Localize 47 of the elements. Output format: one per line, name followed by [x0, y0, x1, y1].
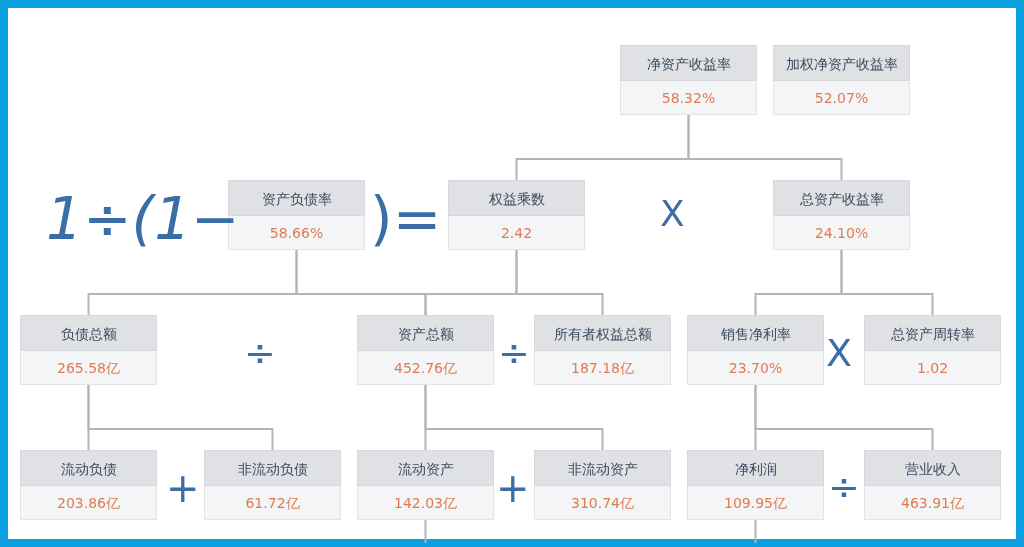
operator-sign: ÷: [244, 334, 276, 372]
metric-value: 463.91亿: [864, 486, 1001, 520]
metric-name: 权益乘数: [448, 180, 585, 216]
metric-name: 总资产收益率: [773, 180, 910, 216]
metric-value: 58.32%: [620, 81, 757, 115]
metric-value: 310.74亿: [534, 486, 671, 520]
metric-name: 营业收入: [864, 450, 1001, 486]
metric-value: 2.42: [448, 216, 585, 250]
metric-value: 265.58亿: [20, 351, 157, 385]
metric-value: 142.03亿: [357, 486, 494, 520]
metric-name: 资产负债率: [228, 180, 365, 216]
connector-line: [840, 249, 934, 316]
connector-line: [515, 249, 604, 316]
metric-name: 净利润: [687, 450, 824, 486]
metric-name: 流动资产: [357, 450, 494, 486]
operator-sign: ÷: [498, 334, 530, 372]
metric-name: 非流动负债: [204, 450, 341, 486]
metric-name: 资产总额: [357, 315, 494, 351]
connector-line: [424, 384, 604, 451]
metric-name: 销售净利率: [687, 315, 824, 351]
metric-value: 23.70%: [687, 351, 824, 385]
metric-value: 24.10%: [773, 216, 910, 250]
metric-name: 加权净资产收益率: [773, 45, 910, 81]
metric-name: 净资产收益率: [620, 45, 757, 81]
metric-name: 总资产周转率: [864, 315, 1001, 351]
operator-sign: +: [166, 468, 200, 508]
operator-sign: )=: [370, 190, 442, 248]
operator-sign: +: [496, 468, 530, 508]
metric-value: 109.95亿: [687, 486, 824, 520]
metric-name: 流动负债: [20, 450, 157, 486]
metric-name: 负债总额: [20, 315, 157, 351]
metric-name: 非流动资产: [534, 450, 671, 486]
metric-value: 187.18亿: [534, 351, 671, 385]
connector-line: [87, 384, 274, 451]
metric-name: 所有者权益总额: [534, 315, 671, 351]
connector-line: [754, 519, 757, 544]
metric-value: 452.76亿: [357, 351, 494, 385]
metric-value: 61.72亿: [204, 486, 341, 520]
metric-value: 52.07%: [773, 81, 910, 115]
connector-line: [754, 384, 934, 451]
connector-line: [687, 114, 843, 181]
metric-value: 1.02: [864, 351, 1001, 385]
operator-sign: X: [826, 334, 853, 372]
metric-value: 203.86亿: [20, 486, 157, 520]
operator-sign: X: [660, 196, 685, 232]
connector-line: [424, 519, 427, 544]
operator-sign: ÷: [828, 468, 860, 506]
